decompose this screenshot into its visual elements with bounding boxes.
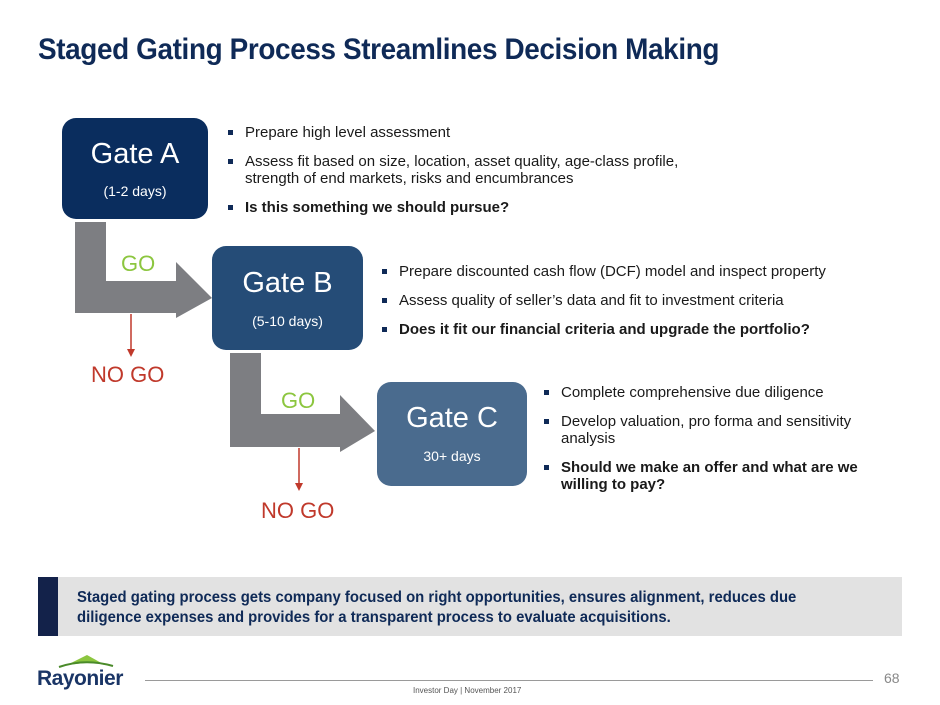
go-arrow-b-to-c <box>230 353 375 452</box>
bullet-item: Prepare high level assessment <box>228 124 728 141</box>
gate-b-box: Gate B (5-10 days) <box>212 246 363 350</box>
summary-callout: Staged gating process gets company focus… <box>38 577 902 636</box>
bullet-item-question: Does it fit our financial criteria and u… <box>382 321 862 338</box>
nogo-label-b: NO GO <box>261 498 335 523</box>
gate-b-duration: (5-10 days) <box>252 313 323 329</box>
bullet-item: Prepare discounted cash flow (DCF) model… <box>382 263 862 280</box>
bullet-item-question: Should we make an offer and what are we … <box>544 459 881 493</box>
gate-b-name: Gate B <box>242 267 333 299</box>
gate-c-box: Gate C 30+ days <box>377 382 527 486</box>
go-arrow-a-to-b <box>75 222 212 318</box>
company-logo: Rayonier <box>37 667 123 690</box>
gate-b-bullets: Prepare discounted cash flow (DCF) model… <box>382 263 862 350</box>
gate-a-duration: (1-2 days) <box>103 183 167 199</box>
callout-text: Staged gating process gets company focus… <box>77 589 797 626</box>
gate-c-name: Gate C <box>406 402 498 434</box>
footer-divider <box>145 680 873 681</box>
gate-c-bullets: Complete comprehensive due diligence Dev… <box>544 384 884 505</box>
bullet-item: Complete comprehensive due diligence <box>544 384 884 401</box>
nogo-arrow-b <box>295 448 303 491</box>
bullet-item: Assess fit based on size, location, asse… <box>228 153 715 187</box>
go-label-b: GO <box>281 388 316 413</box>
footer-event: Investor Day | November 2017 <box>413 686 522 695</box>
page-number: 68 <box>884 670 900 686</box>
bullet-item: Assess quality of seller’s data and fit … <box>382 292 862 309</box>
nogo-arrow-a <box>127 314 135 357</box>
callout-accent-bar <box>38 577 58 636</box>
bullet-item-question: Is this something we should pursue? <box>228 199 728 216</box>
rayonier-logo-icon <box>58 655 114 668</box>
bullet-item: Develop valuation, pro forma and sensiti… <box>544 413 871 447</box>
gate-a-bullets: Prepare high level assessment Assess fit… <box>228 124 728 228</box>
slide-title: Staged Gating Process Streamlines Decisi… <box>38 33 720 66</box>
gate-a-name: Gate A <box>90 138 180 170</box>
gate-a-box: Gate A (1-2 days) <box>62 118 208 219</box>
go-label-a: GO <box>121 251 156 276</box>
gate-c-duration: 30+ days <box>423 448 481 464</box>
nogo-label-a: NO GO <box>91 362 165 387</box>
